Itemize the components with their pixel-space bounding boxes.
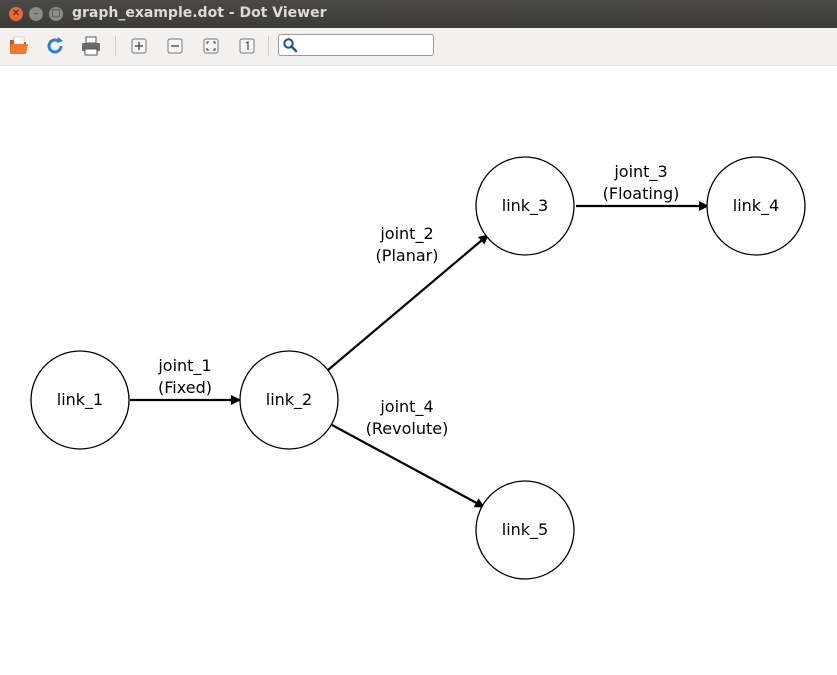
graph-svg: joint_1 (Fixed) joint_2 (Planar) joint_3… xyxy=(30,156,806,580)
zoom-out-icon xyxy=(167,38,183,54)
node-link_1[interactable]: link_1 xyxy=(30,350,130,450)
edge-label-joint_2-type: (Planar) xyxy=(376,246,439,265)
zoom-in-icon xyxy=(131,38,147,54)
node-link_2[interactable]: link_2 xyxy=(239,350,339,450)
zoom-100-button[interactable] xyxy=(235,34,259,58)
zoom-in-button[interactable] xyxy=(127,34,151,58)
edge-label-joint_4-name: joint_4 xyxy=(379,397,433,417)
node-link_5[interactable]: link_5 xyxy=(475,480,575,580)
search-input[interactable] xyxy=(301,36,433,56)
zoom-fit-button[interactable] xyxy=(199,34,223,58)
edge-label-joint_4-type: (Revolute) xyxy=(366,419,449,438)
print-button[interactable] xyxy=(79,34,103,58)
node-label: link_1 xyxy=(57,390,103,410)
open-icon xyxy=(10,36,28,54)
node-link_3[interactable]: link_3 xyxy=(475,156,575,256)
edge-label-joint_3-type: (Floating) xyxy=(603,184,680,203)
node-label: link_2 xyxy=(266,390,312,410)
node-link_4[interactable]: link_4 xyxy=(706,156,806,256)
node-label: link_4 xyxy=(733,196,779,216)
node-label: link_5 xyxy=(502,520,548,540)
edge-joint_2[interactable] xyxy=(327,234,489,371)
edge-label-joint_3-name: joint_3 xyxy=(613,162,667,182)
edge-label-joint_1-type: (Fixed) xyxy=(158,378,212,397)
search-box[interactable] xyxy=(278,34,434,56)
maximize-window-button[interactable]: □ xyxy=(49,7,63,21)
close-window-button[interactable]: ✕ xyxy=(9,7,23,21)
title-bar: ✕ – □ graph_example.dot - Dot Viewer xyxy=(0,0,837,28)
toolbar-separator xyxy=(115,36,116,56)
edge-label-joint_1-name: joint_1 xyxy=(157,356,211,376)
print-icon xyxy=(82,36,100,56)
graph-canvas[interactable]: joint_1 (Fixed) joint_2 (Planar) joint_3… xyxy=(0,66,837,671)
toolbar-separator xyxy=(268,36,269,56)
reload-button[interactable] xyxy=(43,34,67,58)
open-button[interactable] xyxy=(7,34,31,58)
node-label: link_3 xyxy=(502,196,548,216)
search-icon xyxy=(283,38,298,53)
toolbar xyxy=(0,28,837,66)
zoom-fit-icon xyxy=(203,38,219,54)
edge-joint_4[interactable] xyxy=(331,424,485,508)
zoom-out-button[interactable] xyxy=(163,34,187,58)
window-title: graph_example.dot - Dot Viewer xyxy=(72,5,327,21)
reload-icon xyxy=(47,37,63,54)
minimize-window-button[interactable]: – xyxy=(29,7,43,21)
edge-label-joint_2-name: joint_2 xyxy=(379,224,433,244)
zoom-100-icon xyxy=(239,38,255,54)
